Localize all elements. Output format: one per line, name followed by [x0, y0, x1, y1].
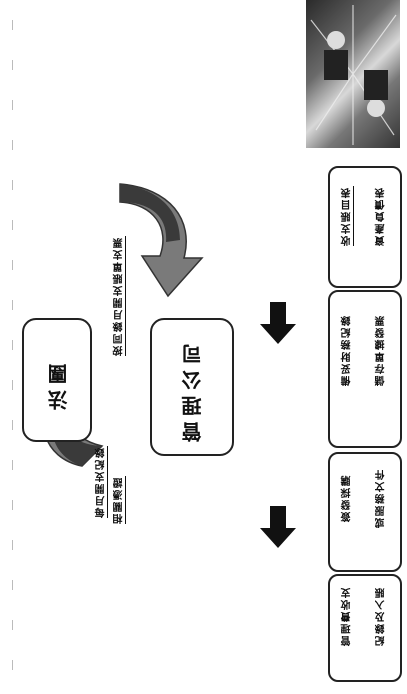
label-monthly-records: 每月開支紀錄: [96, 446, 107, 518]
task-procurement-line1: 簽發採購: [342, 474, 353, 522]
task-box-ledger: 管理費收支 紀錄及入賬: [328, 574, 402, 682]
task-financial-line2: 儲存單據發票: [376, 314, 387, 386]
down-arrow-1: [260, 302, 296, 344]
business-meeting-photo: [306, 0, 400, 148]
node-management-company-label: 管理公司: [181, 338, 205, 442]
label-vouchers: 相關憑證: [114, 476, 125, 524]
label-bills-cheques: 按同錄月開支賬單支票: [114, 236, 125, 356]
node-legal-body: 法團: [22, 318, 92, 442]
photo-burst-icon: [310, 5, 397, 145]
task-ledger-line2: 紀錄及入賬: [376, 586, 387, 646]
task-procurement-line2: 或服務文件: [376, 468, 387, 528]
margin-dashes: [0, 0, 20, 694]
down-arrow-2: [260, 506, 296, 548]
node-legal-body-label: 法團: [47, 358, 71, 410]
task-box-financial-records: 備妥財務紀錄 儲存單據發票: [328, 290, 402, 448]
node-management-company: 管理公司: [150, 318, 234, 456]
task-box-statements: 收支賬目表 資產負債表: [328, 166, 402, 288]
task-ledger-line1: 管理費收支: [342, 586, 353, 646]
task-statements-line1: 收支賬目表: [342, 186, 353, 246]
lower-curved-arrow: [119, 183, 204, 298]
task-financial-line1: 備妥財務紀錄: [342, 314, 353, 386]
task-box-procurement: 簽發採購 或服務文件: [328, 452, 402, 572]
task-statements-line2: 資產負債表: [376, 186, 387, 246]
